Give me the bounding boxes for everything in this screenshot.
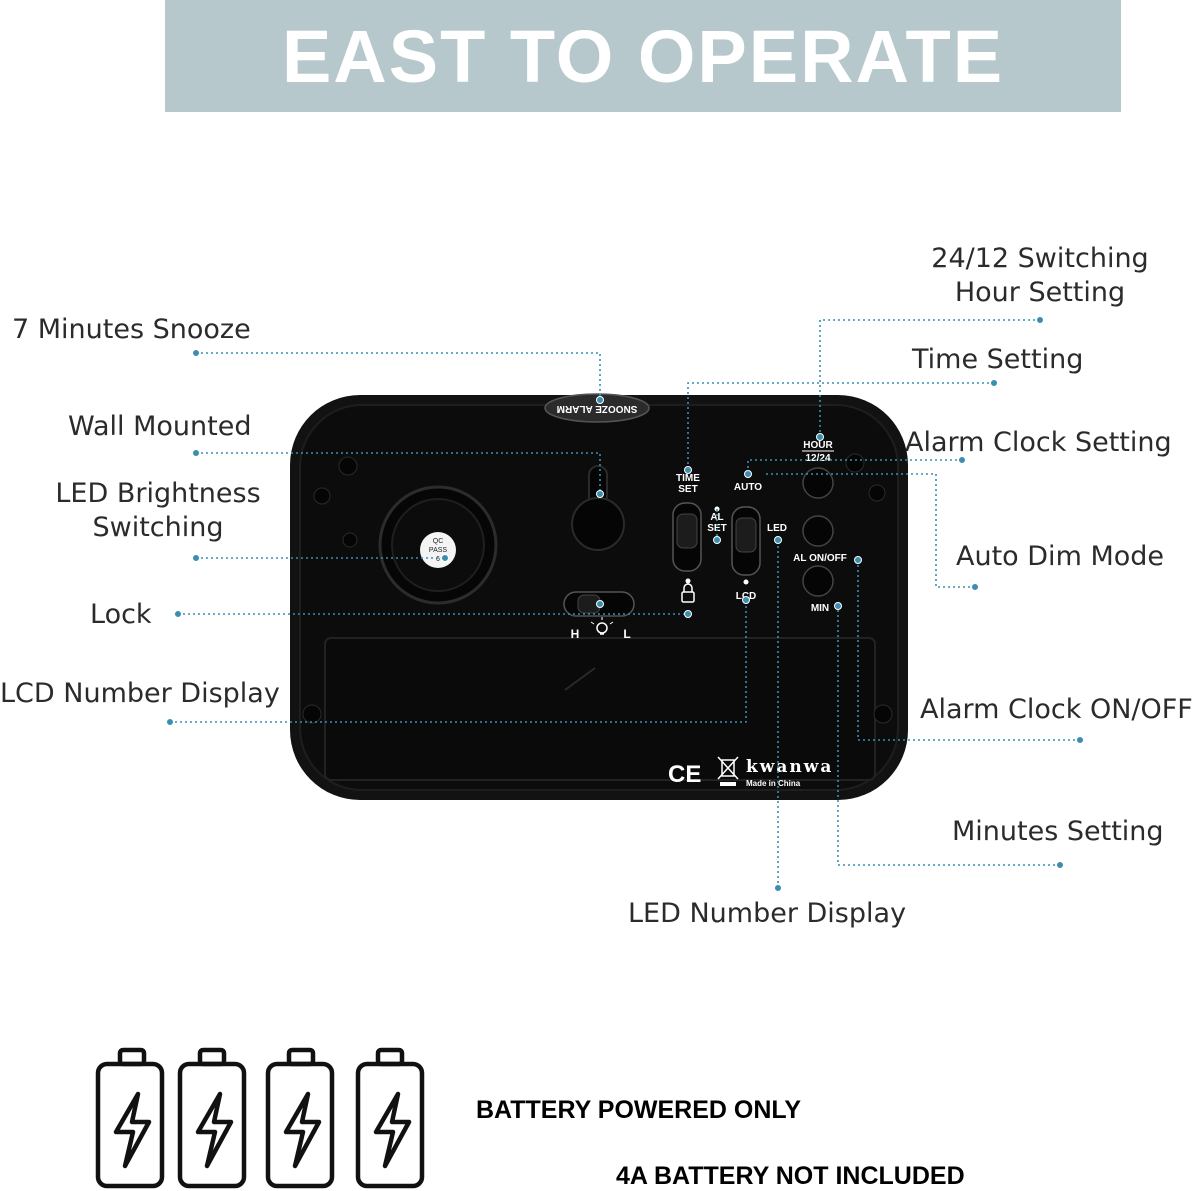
label-led-brightness-line2: Switching [92,512,224,543]
label-alarm-onoff: Alarm Clock ON/OFF [920,694,1193,725]
label-lock: Lock [90,599,152,630]
label-led-display: LED Number Display [628,898,907,929]
banner-title: EAST TO OPERATE [281,14,1005,98]
certification-logos: CE kwanwa Made in China [668,756,833,788]
made-in-text: Made in China [746,779,801,788]
leader-lines [170,319,1080,888]
time-set-label-1: TIME [676,473,700,484]
al-onoff-label: AL ON/OFF [793,553,847,564]
time-set-label-2: SET [678,484,697,495]
al-set-label-2: SET [707,523,726,534]
weee-bin-icon [717,756,739,786]
snooze-button[interactable]: SNOOZE ALARM [544,393,650,423]
auto-label: AUTO [734,482,762,493]
lightning-icon [113,1091,152,1169]
leader-dots [166,316,1084,892]
battery-icon [177,1047,247,1189]
battery-icon [265,1047,335,1189]
label-hour-switch-line2: Hour Setting [954,277,1126,308]
brightness-low-label: L [623,627,630,641]
battery-icon [95,1047,165,1189]
alarm-onoff-button[interactable]: AL ON/OFF [793,515,847,564]
label-time-setting: Time Setting [912,344,1084,375]
speaker: QC PASS 6 [378,485,498,605]
lightning-icon [283,1091,322,1169]
hour-button[interactable]: HOUR 12/24 [802,440,834,499]
battery-icon [355,1047,425,1189]
ce-mark: CE [668,761,701,788]
title-banner: EAST TO OPERATE [165,0,1121,112]
led-label: LED [767,523,787,534]
hour-label: HOUR [803,440,833,451]
lightning-icon [195,1091,234,1169]
label-lcd-display: LCD Number Display [0,678,280,709]
hour-format-label: 12/24 [805,453,830,464]
minute-button[interactable]: MIN [802,565,834,614]
wall-mount-hole [571,465,625,551]
lightning-icon [373,1091,412,1169]
qc-text-1: QC [433,538,444,545]
time-set-switch[interactable]: TIME SET [672,467,702,603]
label-auto-dim: Auto Dim Mode [956,541,1165,572]
label-hour-switch-line1: 24/12 Switching [931,243,1149,274]
qc-text-3: 6 [436,556,440,563]
battery-icons [95,1047,425,1189]
min-label: MIN [811,603,829,614]
label-led-brightness-line1: LED Brightness [55,478,261,509]
brand-name: kwanwa [746,757,833,777]
label-wall-mounted: Wall Mounted [68,411,252,442]
al-set-label-1: AL [710,512,723,523]
label-minutes-setting: Minutes Setting [952,816,1164,847]
label-alarm-setting: Alarm Clock Setting [905,427,1172,458]
label-snooze: 7 Minutes Snooze [12,314,251,345]
battery-not-included-text: 4A BATTERY NOT INCLUDED [616,1162,965,1190]
label-hour-switch: 24/12 Switching Hour Setting [920,242,1160,310]
bulb-icon [590,617,614,635]
qc-text-2: PASS [429,547,447,554]
label-led-brightness: LED Brightness Switching [46,477,270,545]
lock-icon [681,583,695,603]
battery-powered-text: BATTERY POWERED ONLY [476,1096,802,1124]
brightness-high-label: H [571,627,580,641]
snooze-label: SNOOZE ALARM [557,403,638,414]
